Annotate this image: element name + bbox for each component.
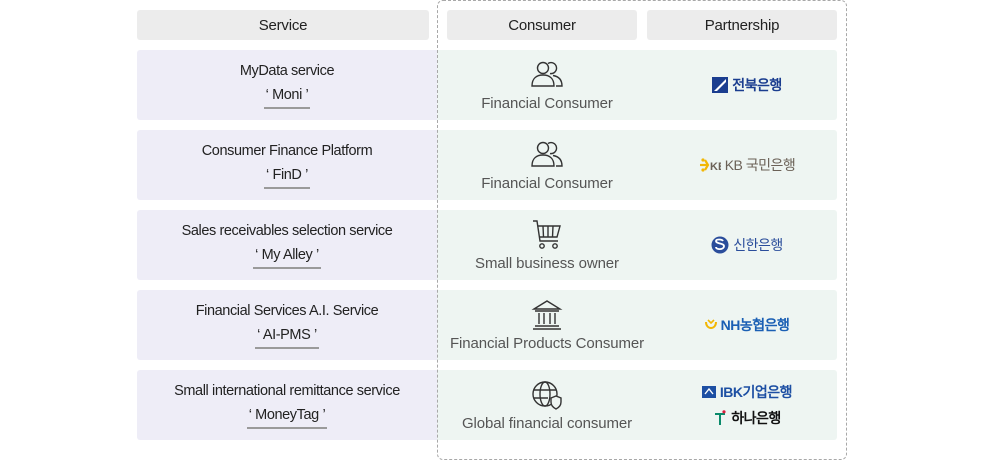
service-row: MyData service ‘ Moni ’ Financial Consum… xyxy=(137,50,837,120)
consumer-partner-cell: Financial Products Consumer NH농협은행 xyxy=(437,290,837,360)
consumer-partner-cell: Small business owner 신한은행 xyxy=(437,210,837,280)
partner-logo: IBK기업은행 xyxy=(701,382,793,402)
service-cell: MyData service ‘ Moni ’ xyxy=(137,50,437,120)
partner-cell: 전북은행 xyxy=(657,50,837,120)
ibk-bank-logo-icon xyxy=(701,386,716,398)
service-cell: Consumer Finance Platform ‘ FinD ’ xyxy=(137,130,437,200)
shinhan-bank-logo-icon xyxy=(711,236,729,254)
service-name: ‘ Moni ’ xyxy=(263,85,311,109)
partner-cell: NH농협은행 xyxy=(657,290,837,360)
header-service: Service xyxy=(137,10,429,40)
partner-logo: NH농협은행 xyxy=(704,315,790,335)
bank-building-icon xyxy=(531,299,563,330)
service-cell: Sales receivables selection service ‘ My… xyxy=(137,210,437,280)
header-partnership: Partnership xyxy=(647,10,837,40)
partner-name: 전북은행 xyxy=(732,77,782,93)
service-name: ‘ AI-PMS ’ xyxy=(255,325,319,349)
service-cell: Small international remittance service ‘… xyxy=(137,370,437,440)
partner-name: 신한은행 xyxy=(733,237,783,253)
service-name: ‘ MoneyTag ’ xyxy=(246,405,328,429)
header-consumer: Consumer xyxy=(447,10,637,40)
service-title: MyData service xyxy=(239,63,335,79)
consumer-cell: Financial Consumer xyxy=(437,50,657,120)
service-name: ‘ FinD ’ xyxy=(264,165,310,189)
consumer-label: Small business owner xyxy=(475,254,619,272)
users-icon xyxy=(531,61,563,87)
consumer-partner-cell: Financial Consumer KB KB 국민은행 xyxy=(437,130,837,200)
hana-bank-logo-icon xyxy=(715,410,726,425)
service-title: Small international remittance service xyxy=(174,383,400,399)
partner-name: IBK기업은행 xyxy=(719,384,793,400)
globe-shield-icon xyxy=(532,380,562,410)
nh-bank-logo-icon xyxy=(704,319,717,329)
service-title: Consumer Finance Platform xyxy=(201,143,373,159)
service-name: ‘ My Alley ’ xyxy=(253,245,321,269)
consumer-partner-cell: Global financial consumer IBK기업은행 하나은행 xyxy=(437,370,837,440)
partner-logo: 하나은행 xyxy=(713,408,781,428)
partner-name: NH농협은행 xyxy=(720,317,790,333)
service-row: Financial Services A.I. Service ‘ AI-PMS… xyxy=(137,290,837,360)
shopping-cart-icon xyxy=(533,219,561,249)
kb-bank-logo-icon: KB xyxy=(699,158,721,173)
partner-name: 하나은행 xyxy=(731,410,781,426)
consumer-label: Global financial consumer xyxy=(461,414,633,432)
consumer-cell: Financial Consumer xyxy=(437,130,657,200)
consumer-label: Financial Products Consumer xyxy=(449,334,645,352)
partner-logo: 전북은행 xyxy=(712,75,782,95)
partner-cell: KB KB 국민은행 xyxy=(657,130,837,200)
partner-cell: 신한은행 xyxy=(657,210,837,280)
consumer-partner-cell: Financial Consumer 전북은행 xyxy=(437,50,837,120)
service-title: Financial Services A.I. Service xyxy=(195,303,379,319)
users-icon xyxy=(531,141,563,167)
service-title: Sales receivables selection service xyxy=(181,223,393,239)
service-cell: Financial Services A.I. Service ‘ AI-PMS… xyxy=(137,290,437,360)
service-row: Consumer Finance Platform ‘ FinD ’ Finan… xyxy=(137,130,837,200)
consumer-label: Financial Consumer xyxy=(481,174,613,192)
jb-bank-logo-icon xyxy=(712,77,729,93)
partner-logo: KB KB 국민은행 xyxy=(699,155,796,175)
svg-text:KB: KB xyxy=(710,161,721,173)
partner-cell: IBK기업은행 하나은행 xyxy=(657,370,837,440)
service-row: Small international remittance service ‘… xyxy=(137,370,837,440)
partner-name: KB 국민은행 xyxy=(724,157,796,173)
consumer-cell: Financial Products Consumer xyxy=(437,290,657,360)
partner-logo: 신한은행 xyxy=(711,235,783,255)
service-row: Sales receivables selection service ‘ My… xyxy=(137,210,837,280)
consumer-cell: Small business owner xyxy=(437,210,657,280)
consumer-cell: Global financial consumer xyxy=(437,370,657,440)
consumer-label: Financial Consumer xyxy=(481,94,613,112)
